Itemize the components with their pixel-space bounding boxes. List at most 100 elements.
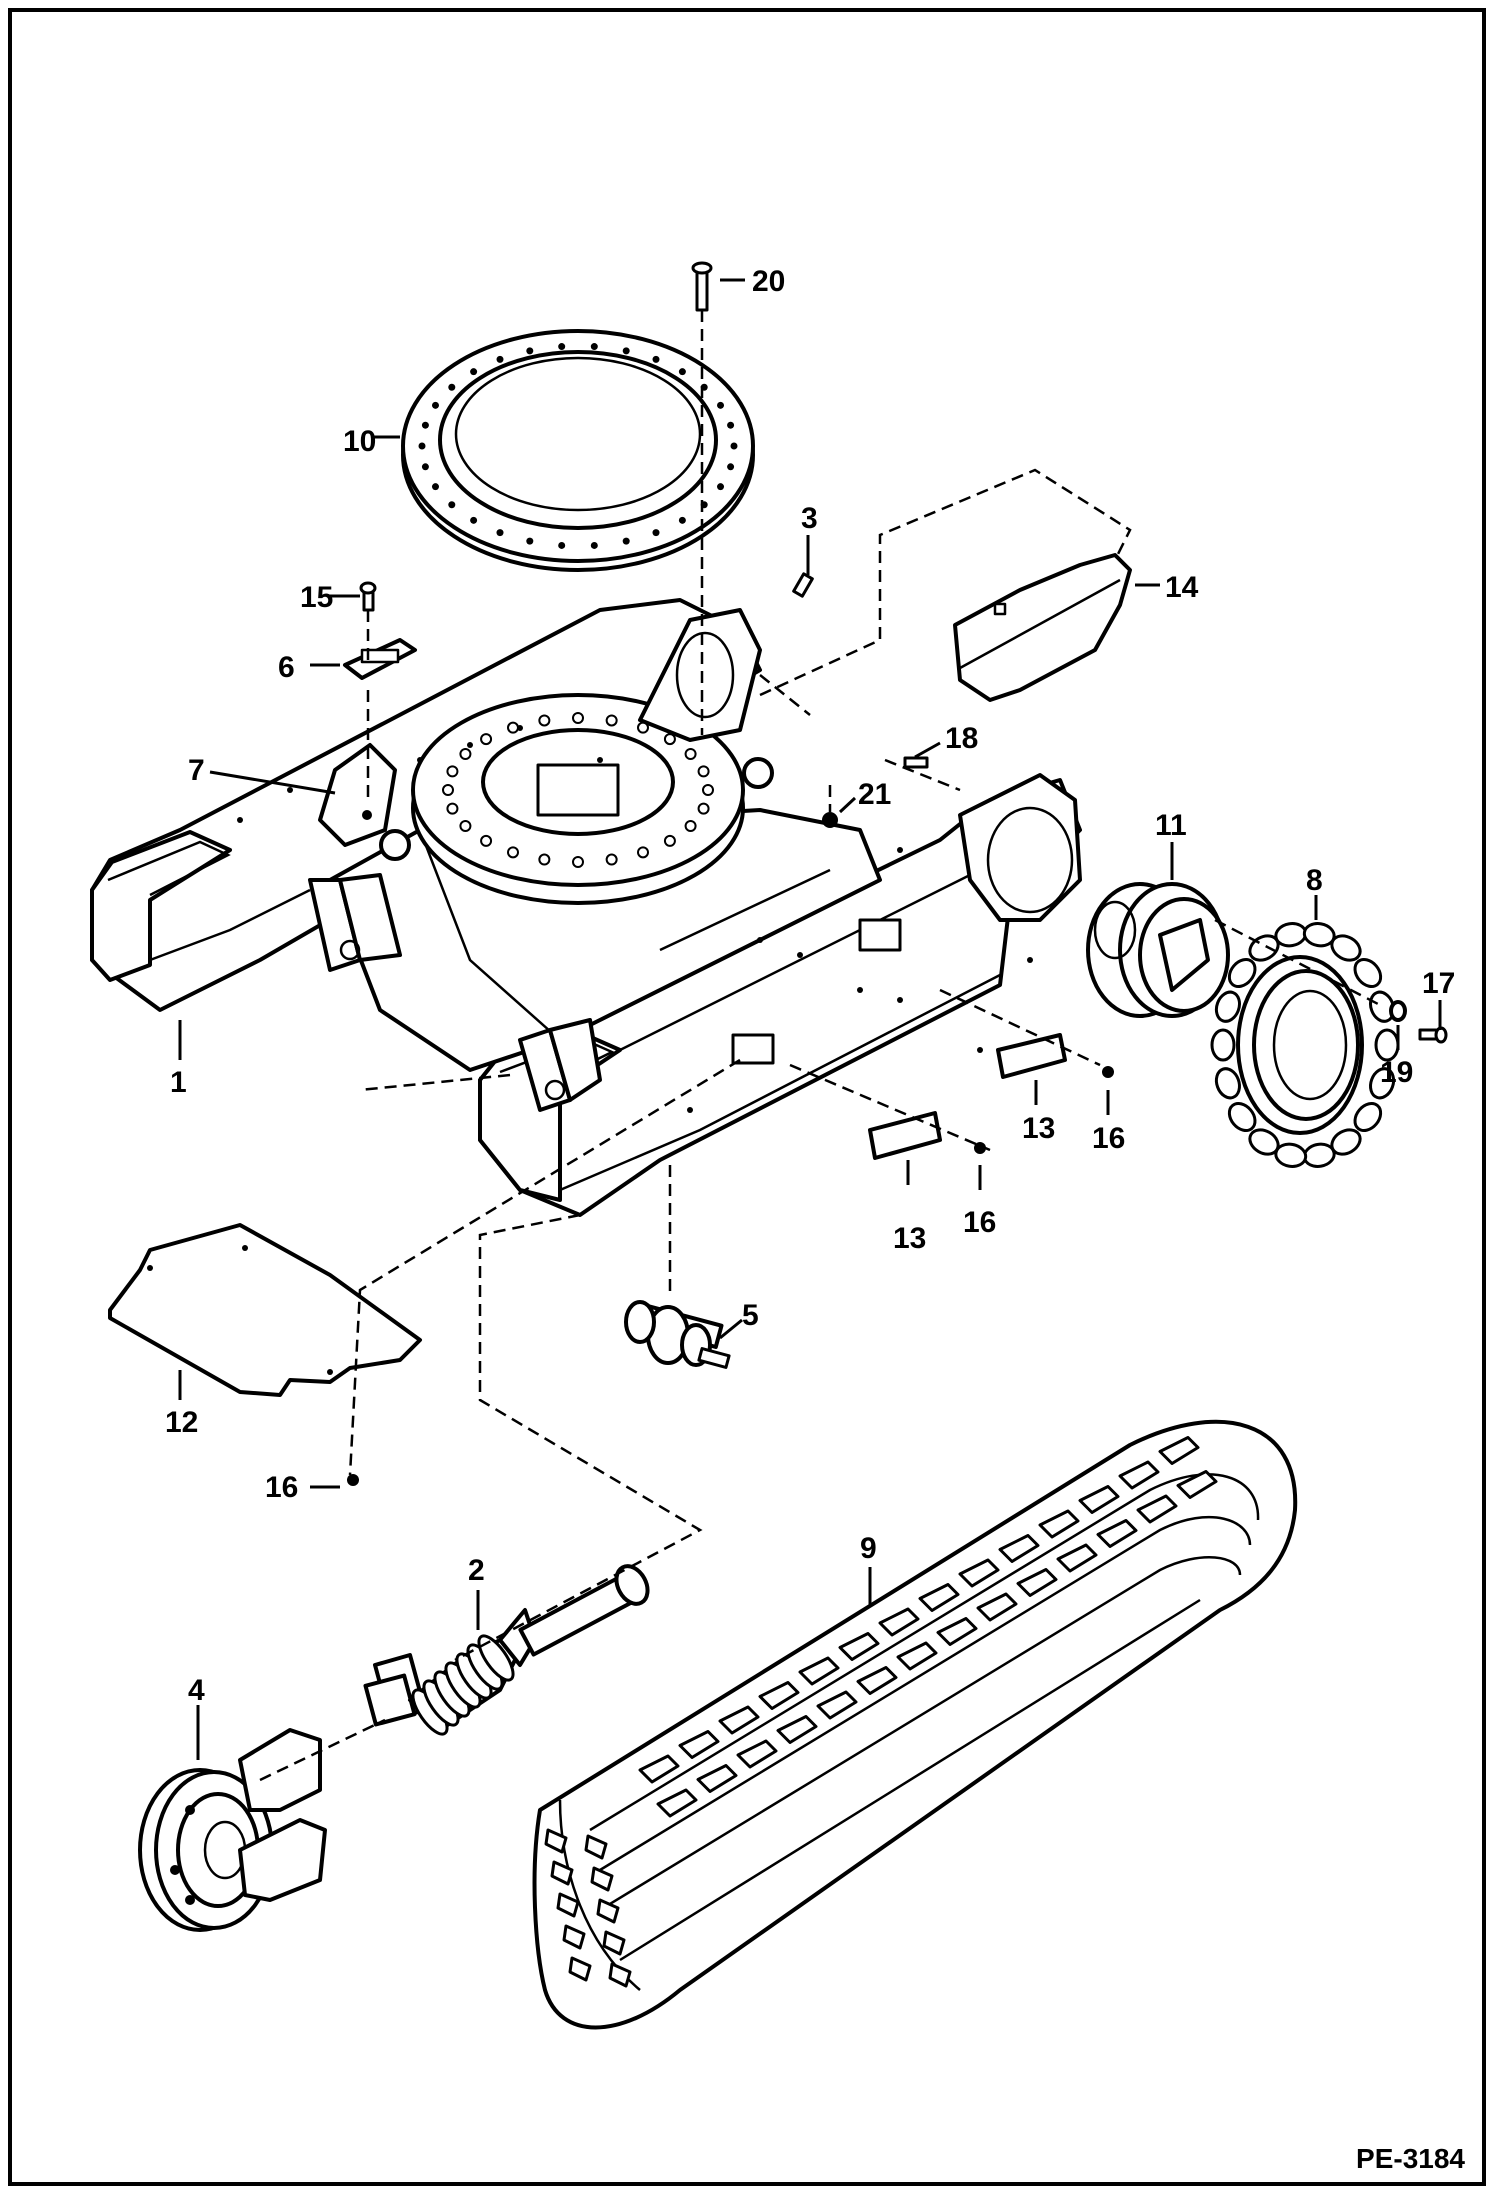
track-lug	[584, 1834, 608, 1860]
turntable-bolt-hole	[446, 802, 459, 815]
track-lug	[1118, 1460, 1160, 1490]
sprocket-tooth	[1274, 922, 1308, 948]
swing-bearing-ring	[401, 329, 755, 572]
frame-hole	[597, 757, 603, 763]
turntable-bolt-hole	[637, 846, 649, 859]
frame-hole	[757, 937, 763, 943]
callout-4: 4	[188, 1674, 205, 1707]
track-lug	[1096, 1519, 1138, 1548]
sprocket-tooth	[1248, 1128, 1280, 1156]
track-adjuster-2	[363, 1564, 650, 1736]
callout-15: 15	[300, 581, 333, 614]
track-lug	[736, 1739, 778, 1769]
sprocket-tooth	[1227, 1102, 1257, 1132]
callout-9: 9	[860, 1532, 877, 1565]
turntable-bolt-hole	[446, 765, 459, 778]
undercarriage-frame	[90, 598, 1082, 1217]
callout-10: 10	[343, 425, 376, 458]
track-lug	[958, 1558, 1000, 1588]
track-lug	[878, 1607, 920, 1637]
assembly-lines	[259, 310, 1381, 1782]
track-lug	[1176, 1470, 1218, 1499]
turntable-bolt-hole	[663, 733, 676, 746]
ring-bolt-hole	[431, 401, 439, 409]
turntable-bolt-hole	[507, 721, 519, 734]
callout-3: 3	[801, 502, 818, 535]
ring-bolt-hole	[652, 355, 660, 363]
ring-bolt-hole	[678, 516, 686, 524]
bolt-16-left	[974, 1142, 986, 1154]
ring-bolt-hole	[448, 501, 456, 509]
track-lug	[1056, 1543, 1098, 1573]
sprocket-8	[1210, 922, 1400, 1168]
bolt-17	[1418, 1026, 1448, 1044]
track-lug	[678, 1730, 720, 1759]
sprocket-tooth	[1353, 1102, 1383, 1132]
turntable-bolt-hole	[459, 820, 472, 832]
ring-bolt-hole	[590, 541, 598, 549]
track-lug	[856, 1666, 898, 1695]
callout-19: 19	[1380, 1056, 1413, 1089]
ring-bolt-hole	[622, 537, 630, 545]
callout-16-right: 16	[1092, 1122, 1125, 1155]
bolt-20	[691, 261, 713, 312]
track-lug	[556, 1892, 580, 1918]
spring-coil	[477, 1634, 515, 1682]
frame-hole	[417, 757, 423, 763]
drawing-reference: PE-3184	[1356, 2143, 1465, 2174]
callout-12: 12	[165, 1406, 198, 1439]
frame-hole	[857, 987, 863, 993]
callout-13-left: 13	[893, 1222, 926, 1255]
frame-hole	[287, 787, 293, 793]
ring-bolt-hole	[470, 516, 478, 524]
ring-bolt-hole	[730, 442, 738, 450]
track-lug	[936, 1617, 978, 1646]
ring-bolt-hole	[678, 368, 686, 376]
callout-20: 20	[752, 265, 785, 298]
frame-holes	[237, 725, 1033, 1113]
idler-wheel-4	[138, 1728, 327, 1932]
track-lug	[602, 1930, 626, 1956]
frame-hole	[897, 997, 903, 1003]
callout-21: 21	[858, 778, 891, 811]
sprocket-tooth	[1302, 1142, 1336, 1168]
ring-bolt-hole	[652, 529, 660, 537]
nut-21	[822, 812, 838, 828]
sprocket-tooth	[1227, 958, 1257, 988]
callout-labels: 20 10 3 15 14 6 7 18 21 11 8 17 19 1 13 …	[165, 265, 1455, 1707]
callout-2: 2	[468, 1554, 485, 1587]
track-lug	[544, 1828, 568, 1854]
bolt-3	[792, 572, 814, 598]
track-lug	[1078, 1485, 1120, 1514]
ring-bolt-hole	[558, 343, 566, 351]
ring-bolt-hole	[448, 383, 456, 391]
track-lug	[998, 1534, 1040, 1563]
turntable-bolt-hole	[697, 802, 710, 815]
drawing-border	[8, 8, 1486, 2186]
ring-bolt-hole	[622, 347, 630, 355]
sprocket-tooth	[1214, 990, 1241, 1023]
turntable-bolt-hole	[572, 712, 584, 724]
track-lug	[976, 1592, 1018, 1622]
bracket-7	[318, 743, 397, 847]
turntable-bolt-hole	[702, 784, 714, 796]
callout-18: 18	[945, 722, 978, 755]
ring-bolt-hole	[470, 368, 478, 376]
turntable-bolt-hole	[572, 856, 584, 868]
ring-bolt-hole	[496, 355, 504, 363]
sprocket-tooth	[1353, 958, 1383, 988]
ring-bolt-hole	[431, 483, 439, 491]
sprocket-tooth	[1210, 1028, 1236, 1062]
callout-14: 14	[1165, 571, 1199, 604]
ring-bolt-hole	[526, 347, 534, 355]
clamp-6	[343, 638, 417, 680]
ring-bolt-hole	[526, 537, 534, 545]
under-cover-12	[108, 1223, 422, 1397]
callout-16-bottom: 16	[265, 1471, 298, 1504]
ring-bolt-hole	[717, 401, 725, 409]
track-lug	[1038, 1509, 1080, 1539]
ring-bolt-hole	[558, 541, 566, 549]
bolt-15	[359, 581, 377, 612]
frame-hole	[797, 952, 803, 958]
